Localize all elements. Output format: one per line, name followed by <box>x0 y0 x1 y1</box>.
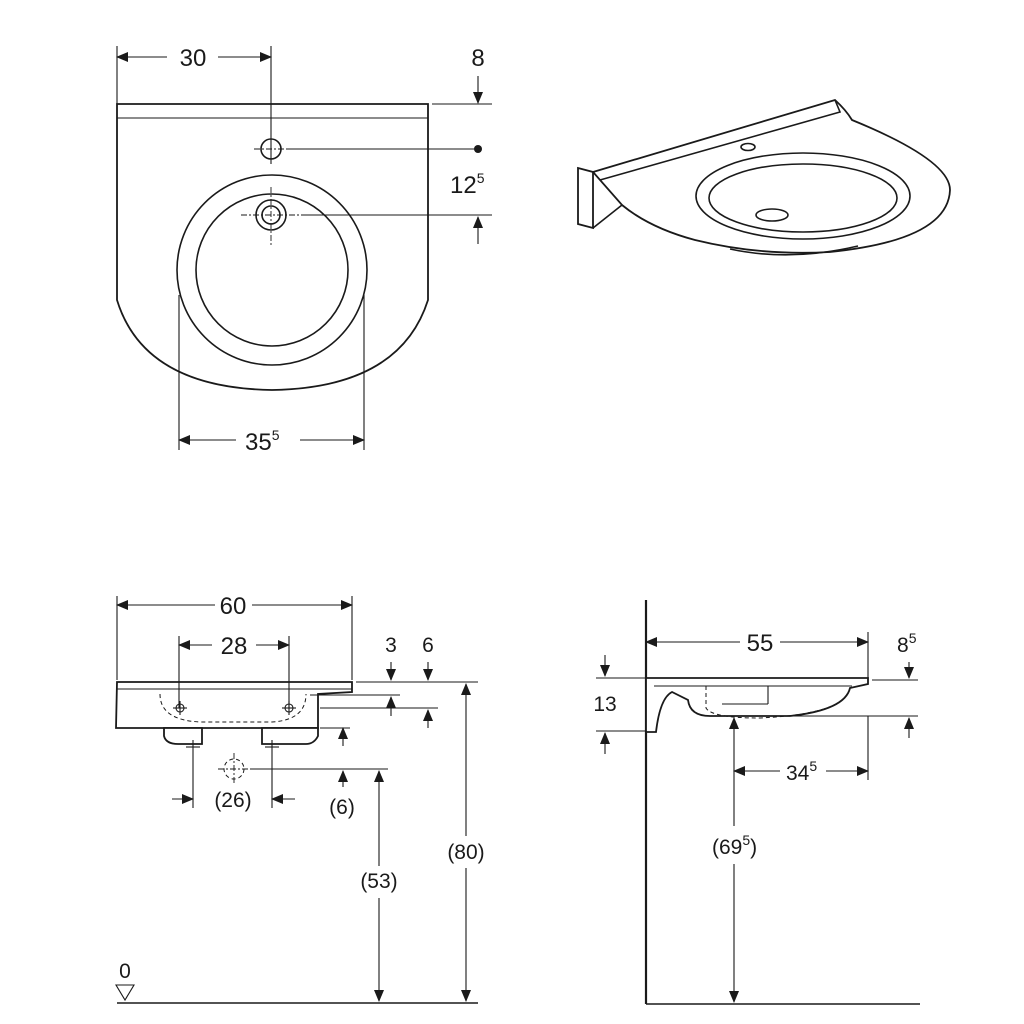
iso-bracket-edge <box>592 204 623 229</box>
dim-label-55: 55 <box>747 630 774 657</box>
dim-label-6: 6 <box>422 634 434 657</box>
dim-label-8-5: 85 <box>897 630 917 657</box>
dim-label-30: 30 <box>180 45 207 72</box>
isometric-view <box>577 98 951 256</box>
dim-label-6-supply: (6) <box>329 796 355 819</box>
dim-label-53: (53) <box>360 870 397 893</box>
dim-label-60: 60 <box>220 593 247 620</box>
front-bracket-right <box>261 727 319 745</box>
plan-view: 30 8 125 355 <box>116 45 492 456</box>
iso-back-rim <box>599 99 842 181</box>
iso-bowl-rim <box>695 152 911 240</box>
iso-bowl-inner <box>708 163 898 233</box>
iso-tap-hole-icon <box>740 142 756 152</box>
crosshair-icon <box>265 740 279 754</box>
side-basin-body <box>645 677 869 733</box>
tap-level-dot <box>474 145 482 153</box>
iso-drain-icon <box>755 208 789 222</box>
basin-outline-plan <box>116 103 429 391</box>
dim-label-28: 28 <box>221 633 248 660</box>
iso-wall-bracket <box>577 166 594 230</box>
floor-label: 0 <box>119 960 131 983</box>
waste-outlet-icon <box>218 753 250 785</box>
bowl-inner <box>195 193 349 347</box>
dim-label-35: 355 <box>245 427 280 456</box>
dim-label-13: 13 <box>593 693 616 716</box>
dim-label-69-5: (695) <box>712 832 757 859</box>
dim-label-12: 125 <box>450 170 485 199</box>
dim-label-34-5: 345 <box>786 758 817 785</box>
dim-label-80: (80) <box>447 841 484 864</box>
iso-underside <box>729 245 859 256</box>
crosshair-icon <box>186 740 200 754</box>
dim-label-8: 8 <box>471 45 484 72</box>
floor-datum-icon <box>115 984 135 1002</box>
iso-basin-body <box>591 98 951 254</box>
bowl-outer-rim <box>176 174 368 366</box>
front-view: 60 28 3 6 (26) (6) (53) <box>115 593 485 1004</box>
front-bracket-left <box>163 727 203 745</box>
side-view: 55 85 13 345 (695) <box>593 600 920 1005</box>
front-bowl-hidden <box>159 693 307 723</box>
dim-label-3: 3 <box>385 634 397 657</box>
side-bowl-hidden <box>705 686 849 719</box>
crosshair-icon <box>173 701 187 715</box>
dim-label-26: (26) <box>214 789 251 812</box>
